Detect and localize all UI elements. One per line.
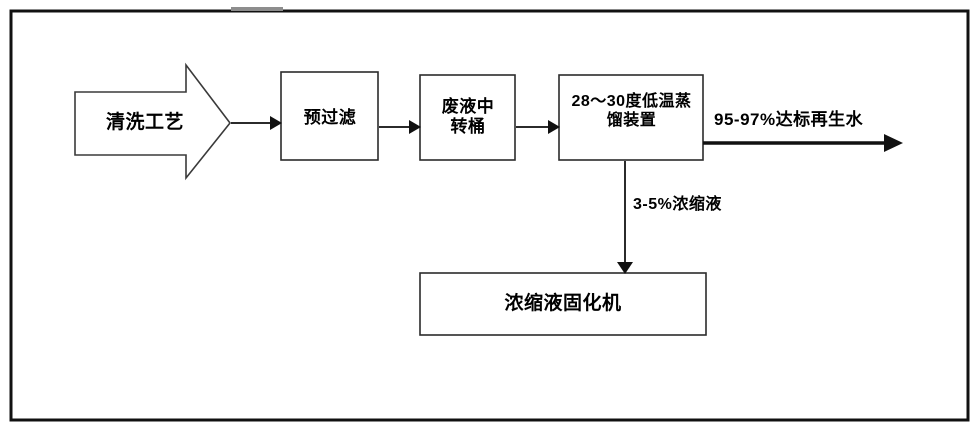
edge-prefilter-to-transfer-drum [379, 120, 421, 134]
source-block-arrow [74, 62, 232, 181]
node-transfer-drum-box[interactable] [419, 74, 516, 161]
edge-distiller-to-solidifier [617, 161, 633, 274]
edge-source-to-prefilter [231, 116, 282, 130]
node-prefilter-box[interactable] [280, 71, 379, 161]
node-transfer-drum-label: 废液中 转桶 [441, 97, 495, 136]
node-distiller-label: 28～30度低温蒸 馏装置 [571, 93, 692, 129]
edge-transfer-drum-to-distiller [516, 120, 560, 134]
edge-concentrate-label: 3-5%浓缩液 [633, 196, 722, 213]
node-source-label: 清洗工艺 [105, 112, 184, 133]
outer-border [9, 9, 970, 422]
node-solidifier-label: 浓缩液固化机 [504, 293, 622, 314]
edge-output-label: 95-97%达标再生水 [714, 110, 864, 129]
scan-artifact-bar [231, 7, 283, 11]
node-prefilter-label: 预过滤 [303, 108, 357, 127]
edge-distiller-to-output [703, 134, 903, 152]
node-solidifier-box[interactable] [419, 272, 707, 336]
node-distiller-box[interactable] [558, 74, 704, 161]
